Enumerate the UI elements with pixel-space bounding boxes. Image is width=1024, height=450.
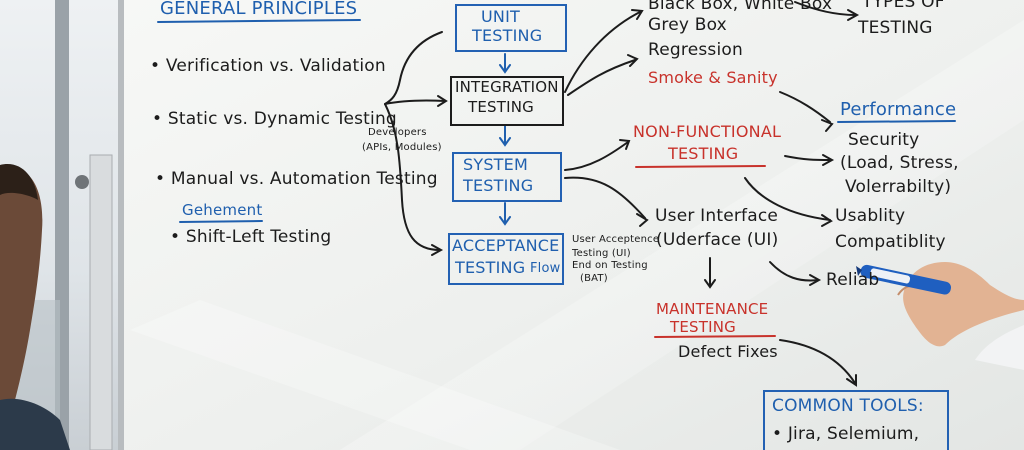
uat-note-line1: User Acceptence bbox=[572, 234, 660, 245]
ui-label: (Uderface (UI) bbox=[656, 230, 779, 250]
vulnerability-label: Volerrabilty) bbox=[845, 177, 952, 197]
developers-note-line2: (APIs, Modules) bbox=[362, 142, 442, 153]
grey-box: Grey Box bbox=[648, 15, 727, 35]
bullet-shift-left: • Shift-Left Testing bbox=[170, 227, 332, 247]
maintenance-testing-label: TESTING bbox=[670, 318, 736, 336]
non-functional-testing-label: TESTING bbox=[668, 144, 739, 163]
integration-label: INTEGRATION bbox=[455, 78, 559, 96]
reliability-label: Reliab bbox=[826, 270, 880, 290]
flow-label: Flow bbox=[530, 261, 561, 276]
uat-note-line2: Testing (UI) bbox=[572, 248, 631, 259]
system-testing-label: TESTING bbox=[463, 176, 534, 195]
system-testing-box bbox=[452, 152, 562, 202]
integration-testing-label: TESTING bbox=[468, 98, 534, 116]
user-interface-label: User Interface bbox=[655, 206, 779, 226]
developers-note-line1: Developers bbox=[368, 127, 427, 138]
performance-label: Performance bbox=[840, 99, 957, 120]
system-label: SYSTEM bbox=[463, 155, 528, 174]
uat-note-line4: (BAT) bbox=[580, 273, 608, 284]
common-tools-box bbox=[763, 390, 949, 450]
regression: Regression bbox=[648, 40, 743, 60]
types-of-label: TYPES OF bbox=[862, 0, 945, 12]
compatibility-label: Compatiblity bbox=[835, 232, 946, 252]
integration-testing-box bbox=[450, 76, 564, 126]
bullet-static-dynamic: • Static vs. Dynamic Testing bbox=[152, 109, 397, 129]
maintenance-label: MAINTENANCE bbox=[656, 300, 769, 318]
gehement-note: Gehement bbox=[182, 201, 263, 219]
unit-testing-box bbox=[455, 4, 567, 52]
acceptance-label: ACCEPTANCE bbox=[452, 236, 560, 255]
bullet-verification: • Verification vs. Validation bbox=[150, 56, 386, 76]
acceptance-testing-box bbox=[448, 233, 564, 285]
bullet-manual-automation: • Manual vs. Automation Testing bbox=[155, 169, 438, 189]
load-stress-label: (Load, Stress, bbox=[840, 153, 959, 173]
non-functional-label: NON-FUNCTIONAL bbox=[633, 122, 782, 141]
black-white-box: Black Box, White Box bbox=[648, 0, 833, 14]
unit-label: UNIT bbox=[481, 7, 520, 26]
security-label: Security bbox=[848, 130, 920, 150]
uat-note-line3: End on Testing bbox=[572, 260, 648, 271]
smoke-sanity: Smoke & Sanity bbox=[648, 68, 778, 87]
defect-fixes-label: Defect Fixes bbox=[678, 342, 778, 361]
unit-testing-label: TESTING bbox=[472, 26, 543, 45]
common-tools-item: • Jira, Selemium, bbox=[772, 424, 920, 444]
common-tools-title: COMMON TOOLS: bbox=[772, 396, 924, 416]
acceptance-testing-label: TESTING bbox=[455, 258, 526, 277]
general-principles-heading: GENERAL PRINCIPLES bbox=[160, 0, 358, 19]
types-of-testing-label: TESTING bbox=[858, 18, 933, 38]
usability-label: Usablity bbox=[835, 206, 906, 226]
marker-icon bbox=[856, 264, 951, 295]
